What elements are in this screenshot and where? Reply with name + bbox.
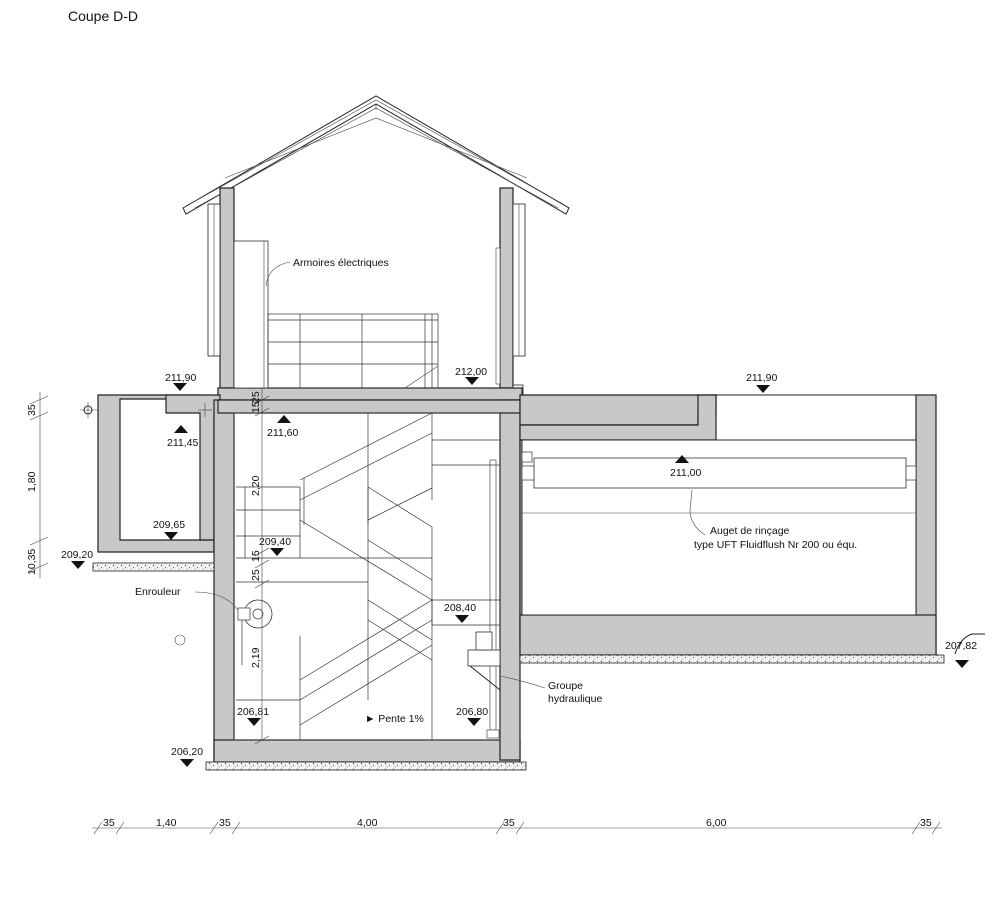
level-211-90b: 211,90: [746, 372, 777, 384]
level-markers: [71, 377, 969, 767]
level-marker-206-81: [247, 718, 261, 726]
hdim-35c: 35: [503, 817, 515, 829]
level-marker-211-60: [277, 415, 291, 423]
level-marker-206-80: [467, 718, 481, 726]
vdim-10-35: 10,35: [26, 549, 38, 575]
vdim-2-20: 2,20: [250, 475, 262, 496]
gravel-bed-right: [519, 654, 945, 664]
hdim-1-40: 1,40: [156, 817, 177, 829]
floor-slab-upper: [217, 387, 523, 401]
level-211-45: 211,45: [167, 437, 198, 449]
armoires-leader: [265, 261, 291, 287]
roof: [182, 95, 570, 215]
hydraulic-group: [467, 631, 501, 692]
vdim-15b: 15: [250, 550, 262, 562]
hose-reel: [237, 599, 273, 665]
vdim-15a: 15: [250, 401, 262, 413]
level-211-00: 211,00: [670, 467, 701, 479]
hdim-35d: 35: [920, 817, 932, 829]
reference-symbol: [80, 402, 98, 418]
level-211-90a: 211,90: [165, 372, 196, 384]
reference-cross: [198, 403, 212, 417]
basement-walls: [97, 394, 937, 763]
hdim-35a: 35: [103, 817, 115, 829]
level-marker-211-90a: [173, 383, 187, 391]
ground-break-symbol: [954, 633, 985, 655]
level-marker-211-00: [675, 455, 689, 463]
gravel-bed-left: [92, 562, 215, 572]
vdim-25a: 25: [250, 391, 262, 403]
level-209-40: 209,40: [259, 536, 291, 548]
upper-walls: [207, 187, 526, 396]
vdim-1-80: 1,80: [26, 471, 38, 492]
level-marker-212-00: [465, 377, 479, 385]
hdim-6-00: 6,00: [706, 817, 727, 829]
vertical-dimension-chain: [29, 392, 49, 578]
gravel-bed-center: [205, 761, 527, 771]
auget-label-line2: type UFT Fluidflush Nr 200 ou équ.: [694, 539, 857, 551]
hdim-4-00: 4,00: [357, 817, 378, 829]
level-marker-206-20: [180, 759, 194, 767]
drawing-title: Coupe D-D: [68, 8, 138, 24]
hdim-35b: 35: [219, 817, 231, 829]
pente-label: ► Pente 1%: [365, 713, 424, 725]
level-marker-208-40: [455, 615, 469, 623]
level-207-82: 207,82: [945, 640, 977, 652]
groupe-label-line2: hydraulique: [548, 693, 602, 705]
auget-label-line1: Auget de rinçage: [710, 525, 790, 537]
level-209-20: 209,20: [61, 549, 93, 561]
level-marker-211-90b: [756, 385, 770, 393]
electrical-cabinets: [233, 240, 439, 389]
drain-symbol: [174, 634, 186, 646]
horizontal-dimension-chain: [92, 821, 942, 835]
vdim-25b: 25: [250, 569, 262, 581]
level-marker-209-65: [164, 532, 178, 540]
level-marker-207-82: [955, 660, 969, 668]
staircase: [233, 412, 501, 741]
level-211-60: 211,60: [267, 427, 298, 439]
enrouleur-leader: [194, 591, 239, 611]
level-206-81: 206,81: [237, 706, 269, 718]
level-marker-209-40: [270, 548, 284, 556]
auget-leader: [689, 489, 706, 536]
armoires-label: Armoires électriques: [293, 257, 389, 269]
level-212-00: 212,00: [455, 366, 487, 378]
level-209-65: 209,65: [153, 519, 185, 531]
groupe-label-line1: Groupe: [548, 680, 583, 692]
level-marker-209-20: [71, 561, 85, 569]
vdim-2-19: 2,19: [250, 647, 262, 668]
enrouleur-label: Enrouleur: [135, 586, 181, 598]
level-206-80: 206,80: [456, 706, 488, 718]
level-206-20: 206,20: [171, 746, 203, 758]
level-marker-211-45: [174, 425, 188, 433]
inner-vertical-dimension-chain: [254, 388, 270, 745]
vdim-35: 35: [26, 404, 38, 416]
groupe-leader: [499, 675, 546, 689]
level-208-40: 208,40: [444, 602, 476, 614]
